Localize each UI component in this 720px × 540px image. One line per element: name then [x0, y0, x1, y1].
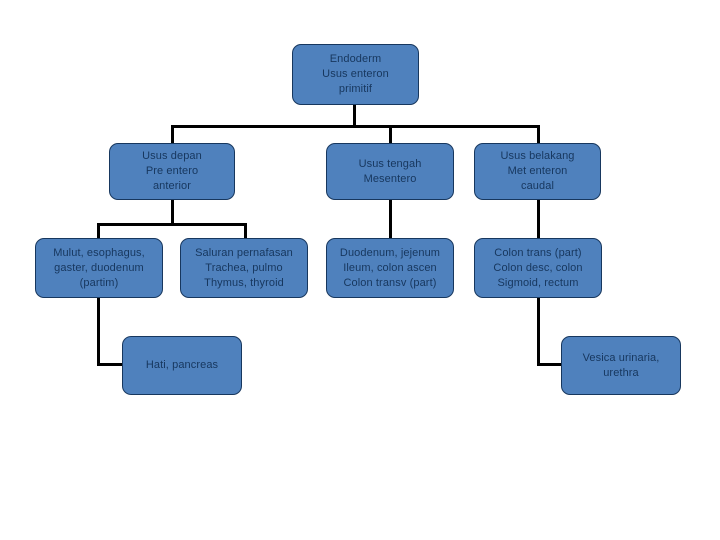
node-hati-pancreas[interactable]: Hati, pancreas [122, 336, 242, 395]
node-usus-belakang-label: Usus belakang Met enteron caudal [500, 150, 575, 192]
node-mulut-esophagus[interactable]: Mulut, esophagus, gaster, duodenum (part… [35, 238, 163, 298]
node-endoderm[interactable]: Endoderm Usus enteron primitif [292, 44, 419, 105]
node-colon-trans[interactable]: Colon trans (part) Colon desc, colon Sig… [474, 238, 602, 298]
node-vesica-urinaria-label: Vesica urinaria, urethra [582, 351, 660, 379]
connector-level1-bus [171, 125, 540, 128]
connector-endoderm-stem [353, 104, 356, 128]
node-saluran-pernafasan[interactable]: Saluran pernafasan Trachea, pulmo Thymus… [180, 238, 308, 298]
connector-drop-mulut [97, 223, 100, 239]
connector-mulut-to-hati-horizontal [97, 363, 126, 366]
node-usus-tengah[interactable]: Usus tengah Mesentero [326, 143, 454, 200]
connector-drop-usus-belakang [537, 125, 540, 144]
node-usus-belakang[interactable]: Usus belakang Met enteron caudal [474, 143, 601, 200]
node-usus-depan[interactable]: Usus depan Pre entero anterior [109, 143, 235, 200]
node-colon-trans-label: Colon trans (part) Colon desc, colon Sig… [493, 246, 583, 289]
connector-drop-usus-depan [171, 125, 174, 144]
node-duodenum-jejenum[interactable]: Duodenum, jejenum Ileum, colon ascen Col… [326, 238, 454, 298]
connector-colon-to-vesica-vertical [537, 297, 540, 365]
node-usus-tengah-label: Usus tengah Mesentero [358, 157, 422, 185]
node-endoderm-label: Endoderm Usus enteron primitif [322, 53, 389, 95]
connector-usus-depan-stem [171, 199, 174, 226]
connector-drop-saluran [244, 223, 247, 239]
node-vesica-urinaria[interactable]: Vesica urinaria, urethra [561, 336, 681, 395]
connector-usus-tengah-to-duodenum [389, 199, 392, 239]
node-hati-pancreas-label: Hati, pancreas [145, 359, 219, 371]
node-mulut-esophagus-label: Mulut, esophagus, gaster, duodenum (part… [53, 246, 145, 289]
connector-level2-bus [97, 223, 247, 226]
node-saluran-pernafasan-label: Saluran pernafasan Trachea, pulmo Thymus… [195, 246, 293, 289]
connector-colon-to-vesica-horizontal [537, 363, 565, 366]
node-duodenum-jejenum-label: Duodenum, jejenum Ileum, colon ascen Col… [339, 246, 441, 289]
connector-mulut-to-hati-vertical [97, 297, 100, 365]
connector-drop-usus-tengah [389, 125, 392, 144]
connector-usus-belakang-to-colon [537, 199, 540, 239]
node-usus-depan-label: Usus depan Pre entero anterior [142, 150, 202, 192]
